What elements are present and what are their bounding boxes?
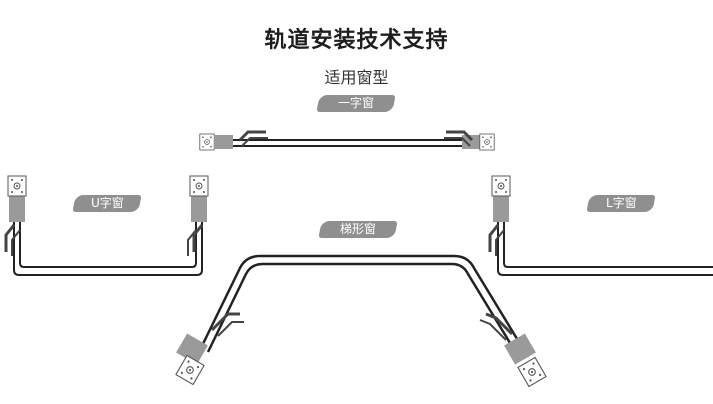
straight-track bbox=[199, 130, 495, 151]
page-title: 轨道安装技术支持 bbox=[264, 28, 449, 53]
trapezoid-track bbox=[175, 254, 547, 388]
l-track bbox=[488, 175, 713, 276]
u-track bbox=[4, 175, 209, 276]
page-subtitle: 适用窗型 bbox=[324, 68, 389, 87]
